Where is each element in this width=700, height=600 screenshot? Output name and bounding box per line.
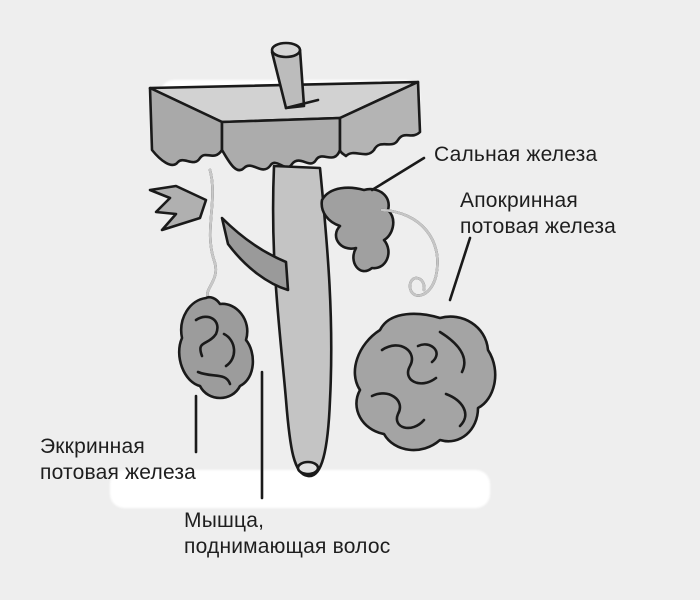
hair-bulb-papilla	[296, 460, 320, 476]
label-sebaceous-gland: Сальная железа	[434, 142, 597, 168]
label-apocrine-gland: Апокринная потовая железа	[460, 188, 616, 240]
sebaceous-gland	[320, 186, 395, 273]
eccrine-gland-coil	[177, 295, 255, 400]
hair-follicle	[271, 164, 333, 478]
skin-right-face	[338, 80, 422, 158]
label-eccrine-line1: Эккринная	[40, 435, 145, 458]
highlight-bottom	[110, 470, 490, 508]
label-arrector-muscle: Мышца, поднимающая волос	[184, 508, 390, 560]
arrector-pili-muscle	[220, 216, 290, 292]
label-muscle-line2: поднимающая волос	[184, 535, 391, 558]
leader-apocrine	[448, 236, 472, 302]
skin-front-face	[220, 116, 342, 172]
label-eccrine-gland: Эккринная потовая железа	[40, 434, 196, 486]
skin-left-face	[148, 86, 224, 167]
label-apocrine-line1: Апокринная	[460, 189, 578, 212]
label-eccrine-line2: потовая железа	[40, 461, 197, 484]
label-muscle-line1: Мышца,	[184, 509, 265, 532]
label-apocrine-line2: потовая железа	[460, 215, 617, 238]
leader-sebaceous	[370, 156, 426, 192]
hair-tip	[270, 41, 302, 59]
label-sebaceous-line1: Сальная железа	[434, 143, 598, 166]
eccrine-pore	[148, 184, 208, 232]
